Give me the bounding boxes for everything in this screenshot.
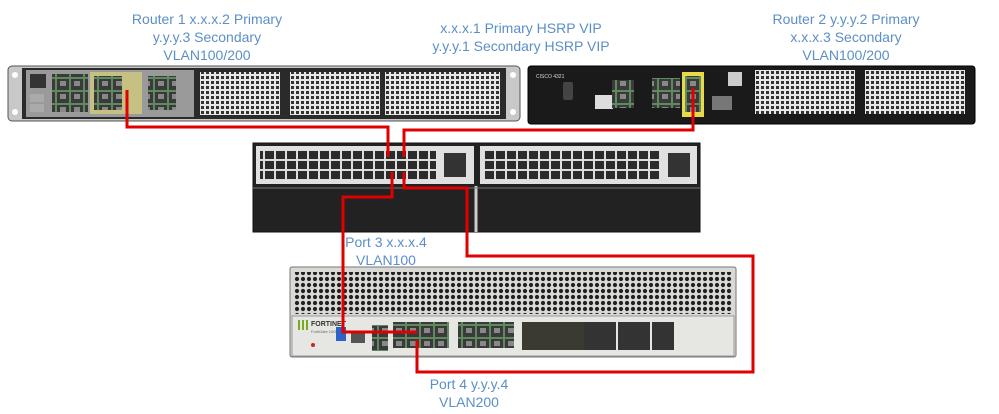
cable-switch-port3	[341, 172, 417, 334]
port-3-ip: Port 3 x.x.x.4	[345, 234, 427, 250]
switch	[252, 142, 701, 233]
router-1-label: Router 1 x.x.x.2 Primary y.y.y.3 Seconda…	[132, 10, 282, 64]
hsrp-vip-label: x.x.x.1 Primary HSRP VIP y.y.y.1 Seconda…	[432, 19, 609, 55]
router-2-ip: Router 2 y.y.y.2 Primary	[772, 11, 920, 27]
router-1-secondary: y.y.y.3 Secondary	[152, 29, 262, 45]
router-1-ip: Router 1 x.x.x.2 Primary	[131, 11, 283, 27]
router-2-model: CISCO 4321	[536, 74, 565, 80]
cable-router2-switch	[402, 88, 695, 157]
router-2: CISCO 4321	[527, 65, 976, 125]
port-4-vlan: VLAN200	[439, 394, 499, 410]
router-2-secondary: x.x.x.3 Secondary	[790, 29, 902, 45]
router-2-vlan: VLAN100/200	[802, 47, 890, 63]
port-3-label: Port 3 x.x.x.4 VLAN100	[345, 233, 427, 269]
port-3-vlan: VLAN100	[356, 252, 416, 268]
router-2-label: Router 2 y.y.y.2 Primary x.x.x.3 Seconda…	[772, 10, 919, 64]
cables	[125, 88, 755, 374]
cable-router1-switch	[125, 90, 390, 157]
router-1-vlan: VLAN100/200	[163, 47, 251, 63]
fortigate-model: FortiGate 100F	[311, 329, 338, 334]
firewall-fortigate: FORTINET FortiGate 100F	[289, 266, 737, 358]
hsrp-primary-vip: x.x.x.1 Primary HSRP VIP	[440, 20, 602, 36]
port-4-ip: Port 4 y.y.y.4	[429, 376, 509, 392]
cable-switch-port4	[402, 172, 755, 374]
hsrp-secondary-vip: y.y.y.1 Secondary HSRP VIP	[432, 38, 610, 54]
port-4-label: Port 4 y.y.y.4 VLAN200	[430, 375, 509, 411]
fortinet-logo: FORTINET	[311, 321, 347, 328]
router-1	[7, 65, 521, 122]
